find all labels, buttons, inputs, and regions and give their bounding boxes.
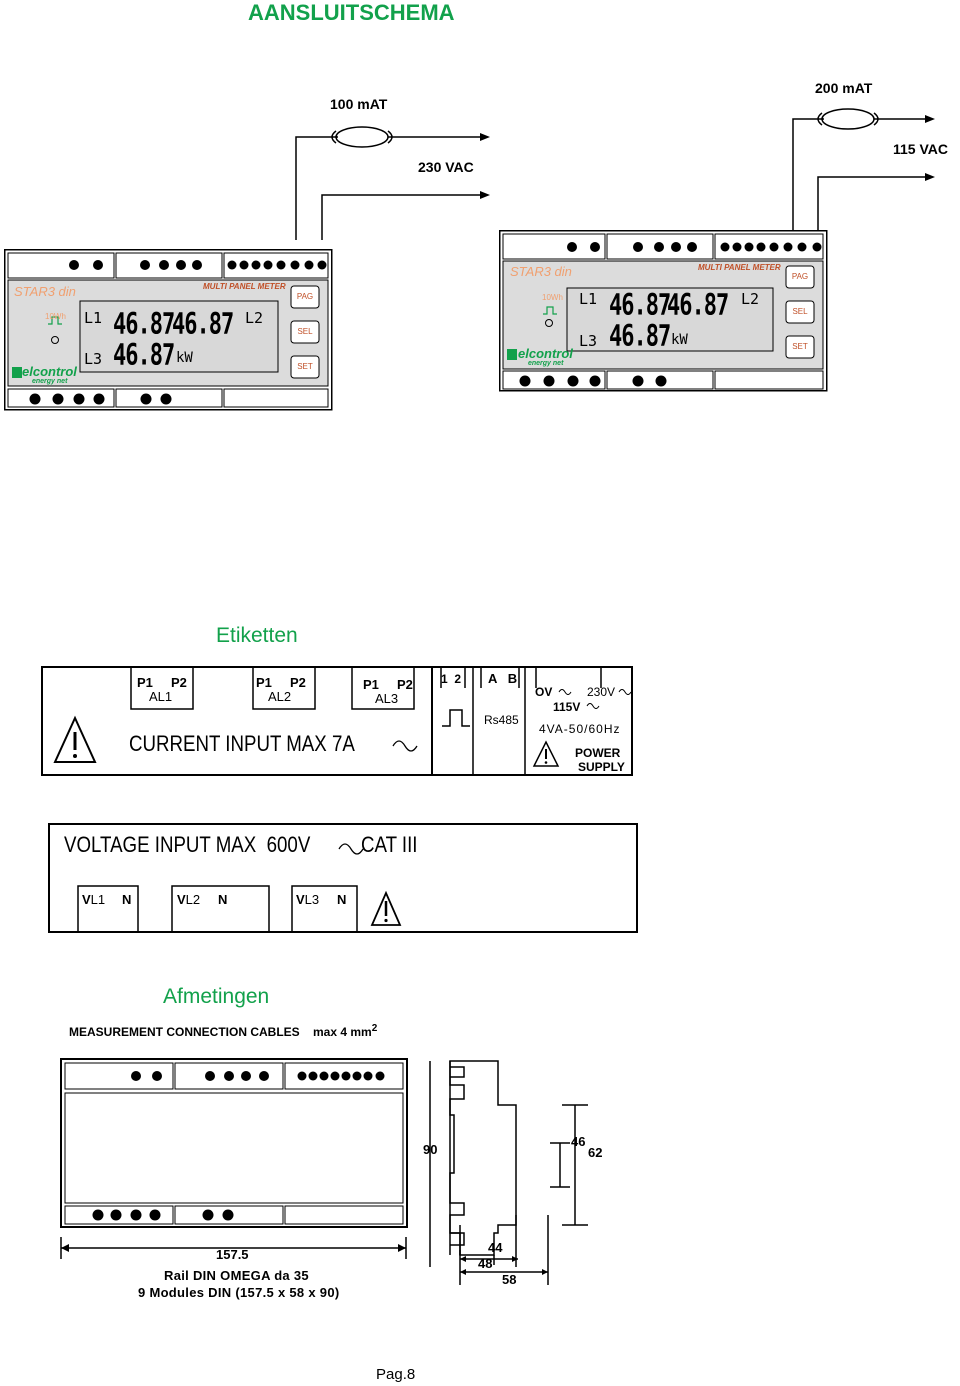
meter-left-pulse-label: 10Wh	[45, 312, 66, 321]
meter-right-subtitle: MULTI PANEL METER	[698, 263, 781, 272]
cables-max: max 4 mm	[313, 1025, 372, 1039]
meter-right-logo-tagline: energy net	[528, 360, 564, 367]
meter-right-btn-pag[interactable]: PAG	[791, 272, 809, 281]
meter-right	[499, 230, 828, 392]
meter-left-lcd-l1: L1	[84, 309, 103, 327]
vl2-sub: L2	[185, 892, 201, 907]
vl3-sub: L3	[304, 892, 320, 907]
meter-right-logo: elcontrol	[518, 346, 573, 361]
fuse-right-symbol	[817, 108, 879, 130]
meter-left-logo: elcontrol	[22, 364, 77, 379]
meter-right-lcd-v2: 46.87	[667, 289, 729, 323]
meter-left-subtitle: MULTI PANEL METER	[203, 282, 286, 291]
meter-left-lcd-v1: 46.87	[113, 308, 175, 342]
wire-left-neutral	[321, 194, 480, 240]
supply-freq: 4VA-50/60Hz	[539, 722, 621, 736]
width-dimension-line	[60, 1237, 407, 1259]
wiring-diagram	[295, 108, 935, 240]
al3-p1: P1	[363, 677, 379, 692]
meter-left-btn-sel[interactable]: SEL	[297, 327, 313, 336]
meter-left-lcd-unit: kW	[176, 350, 193, 366]
dim-side-58: 58	[502, 1272, 517, 1287]
supply-ov: OV	[535, 685, 553, 699]
fuse-left-symbol	[331, 126, 393, 148]
labels-section-title: Etiketten	[216, 624, 298, 647]
fuse-right-label: 200 mAT	[815, 80, 873, 96]
meter-right-brand: STAR3 din	[510, 264, 572, 279]
vl3-v: V	[296, 892, 305, 907]
meter-right-btn-sel[interactable]: SEL	[792, 307, 808, 316]
dim-width: 157.5	[216, 1247, 249, 1262]
modules-note: 9 Modules DIN (157.5 x 58 x 90)	[138, 1285, 340, 1300]
al1-name: AL1	[149, 689, 173, 704]
cables-note-text: MEASUREMENT CONNECTION CABLES	[69, 1025, 300, 1039]
dim-depth-outer: 62	[588, 1145, 603, 1160]
wire-right-neutral	[817, 176, 925, 232]
meter-right-lcd-l2: L2	[741, 290, 760, 308]
meter-left	[4, 249, 333, 411]
wire-right-phase	[792, 118, 824, 232]
meter-right-pulse-label: 10Wh	[542, 293, 563, 302]
voltage-input-label-panel	[48, 823, 638, 933]
page-number: Pag.8	[376, 1366, 416, 1383]
supply-power: POWER	[575, 746, 621, 760]
supply-230v: 230V	[587, 685, 616, 699]
meter-left-lcd-v3: 46.87	[113, 339, 175, 373]
vl3-terminal: VL3	[296, 892, 319, 907]
meter-left-btn-pag[interactable]: PAG	[296, 292, 314, 301]
vl2-n: N	[218, 892, 228, 907]
meter-right-lcd-v1: 46.87	[609, 289, 671, 323]
voltage-cat: CAT III	[361, 832, 418, 857]
vl1-terminal: VL1	[82, 892, 105, 907]
vl1-sub: L1	[90, 892, 106, 907]
vl1-v: V	[82, 892, 91, 907]
wire-left-phase	[295, 136, 338, 240]
page-title: AANSLUITSCHEMA	[248, 0, 455, 25]
device-front-view	[60, 1058, 408, 1228]
vl1-n: N	[122, 892, 132, 907]
meter-left-lcd-v2: 46.87	[172, 308, 234, 342]
meter-left-lcd-l3: L3	[84, 350, 103, 368]
dim-depth-inner: 46	[571, 1134, 586, 1149]
current-input-label-panel	[41, 666, 633, 776]
al2-p2: P2	[290, 675, 306, 690]
al1-p1: P1	[137, 675, 153, 690]
vl3-n: N	[337, 892, 347, 907]
meter-left-btn-set[interactable]: SET	[297, 362, 313, 371]
meter-right-lcd-l1: L1	[579, 290, 598, 308]
meter-left-brand: STAR3 din	[14, 284, 76, 299]
al3-name: AL3	[375, 691, 399, 706]
vl2-terminal: VL2	[177, 892, 200, 907]
al1-p2: P2	[171, 675, 187, 690]
supply-supply: SUPPLY	[578, 760, 625, 774]
fuse-left-label: 100 mAT	[330, 96, 388, 112]
cables-exp: 2	[371, 1023, 378, 1034]
current-input-max: CURRENT INPUT MAX 7A	[129, 731, 355, 756]
meter-left-lcd-l2: L2	[245, 309, 264, 327]
dimensions-section-title: Afmetingen	[163, 985, 270, 1008]
vl2-v: V	[177, 892, 186, 907]
voltage-input-max: VOLTAGE INPUT MAX 600V	[64, 832, 311, 857]
pulse-terminals: 1 2	[441, 672, 462, 686]
dim-side-48: 48	[478, 1256, 493, 1271]
meter-right-btn-set[interactable]: SET	[792, 342, 808, 351]
voltage-right-label: 115 VAC	[893, 141, 948, 157]
meter-right-lcd-l3: L3	[579, 332, 598, 350]
meter-left-logo-tagline: energy net	[32, 378, 68, 385]
al2-p1: P1	[256, 675, 272, 690]
meter-right-lcd-v3: 46.87	[609, 320, 671, 354]
al2-name: AL2	[268, 689, 292, 704]
supply-115v: 115V	[553, 700, 581, 714]
voltage-left-label: 230 VAC	[418, 159, 474, 175]
device-side-view	[429, 1060, 588, 1285]
rail-note: Rail DIN OMEGA da 35	[164, 1268, 309, 1283]
rs485-label: Rs485	[484, 713, 519, 727]
dim-height: 90	[423, 1142, 438, 1157]
rs485-terminals: A B	[488, 671, 518, 686]
meter-right-lcd-unit: kW	[671, 332, 688, 348]
dim-side-44: 44	[488, 1240, 503, 1255]
cables-note: MEASUREMENT CONNECTION CABLES max 4 mm2	[69, 1023, 377, 1039]
al3-p2: P2	[397, 677, 413, 692]
